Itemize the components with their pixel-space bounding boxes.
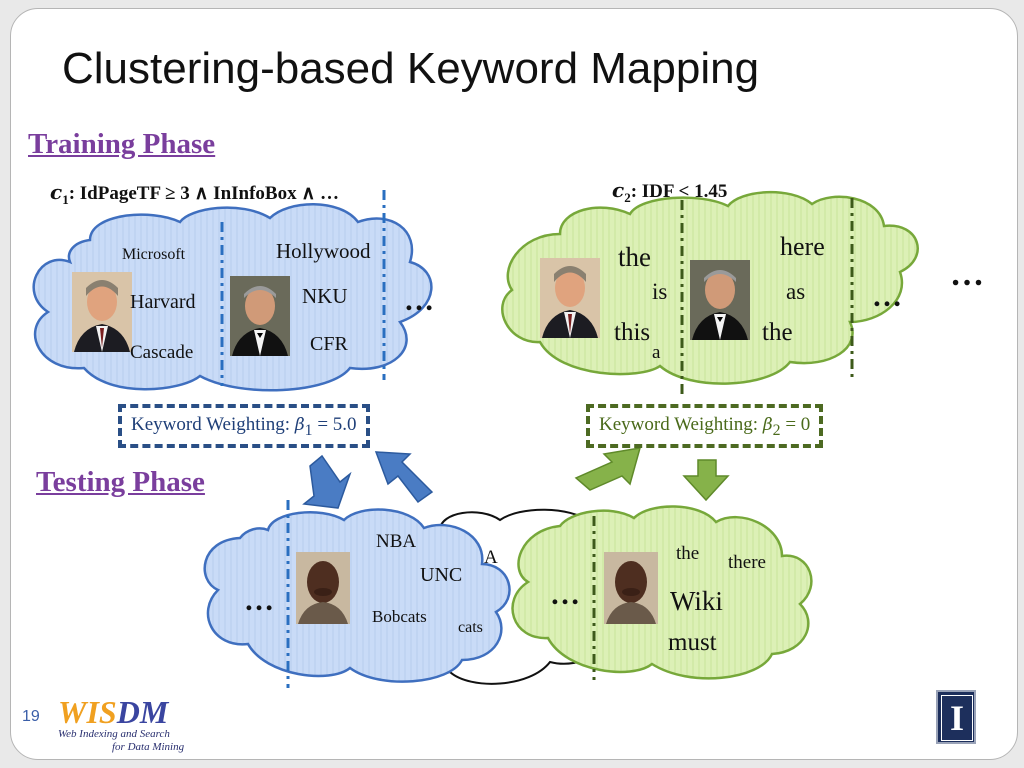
cloud-word: Cascade: [130, 342, 194, 363]
cloud-word: Microsoft: [122, 246, 186, 263]
cloud-word: Hollywood: [276, 239, 371, 263]
cloud-word: is: [652, 279, 668, 304]
cloud-word: Wiki: [670, 586, 723, 616]
cloud-word: as: [786, 279, 806, 304]
cloud-word: NBA: [376, 531, 417, 552]
testing-phase-heading: Testing Phase: [36, 466, 205, 498]
wisdm-logo: WISDM Web Indexing and Search for Data M…: [58, 694, 185, 753]
cloud-word: the: [676, 543, 700, 564]
more-ellipsis: …: [950, 256, 984, 293]
person-photo: [230, 276, 290, 356]
uiuc-logo: I: [936, 690, 976, 744]
cloud-word: the: [618, 242, 651, 272]
cloud-word: cats: [458, 619, 483, 636]
training-phase-heading: Training Phase: [28, 128, 216, 160]
arrow-down-blue: [302, 454, 352, 509]
keyword-weighting-2: Keyword Weighting: β2 = 0: [586, 404, 824, 448]
arrow-up-green: [574, 447, 642, 491]
cloud-word: Bobcats: [372, 607, 427, 626]
cloud-ellipsis: …: [404, 284, 434, 317]
cloud-word: A: [484, 547, 498, 568]
cloud-word: this: [614, 319, 651, 346]
slide-title: Clustering-based Keyword Mapping: [62, 44, 760, 93]
cluster-condition-1: c1: IdPageTF ≥ 3 ∧ InInfoBox ∧ …: [50, 180, 340, 207]
arrow-down-green: [682, 459, 730, 502]
person-photo: [296, 552, 350, 624]
cloud-ellipsis: …: [872, 280, 902, 313]
cloud-word: the: [762, 319, 793, 346]
cloud-word: NKU: [302, 284, 348, 308]
person-photo: [604, 552, 658, 624]
testing-cloud-blue: [203, 508, 511, 683]
cloud-word: UNC: [420, 564, 463, 586]
cluster-condition-2: c2: IDF < 1.45: [612, 178, 728, 205]
cloud-word: CFR: [310, 333, 348, 355]
cloud-word: Harvard: [130, 291, 196, 313]
cloud-word: there: [728, 552, 766, 573]
cloud-word: here: [780, 232, 825, 261]
person-photo: [690, 260, 750, 340]
cloud-ellipsis: …: [244, 584, 274, 617]
person-photo: [540, 258, 600, 338]
cloud-word: a: [652, 342, 661, 363]
person-photo: [72, 272, 132, 352]
cloud-ellipsis: …: [550, 578, 580, 611]
cloud-word: must: [668, 629, 717, 656]
keyword-weighting-1: Keyword Weighting: β1 = 5.0: [118, 404, 370, 448]
arrow-up-blue: [374, 451, 434, 504]
page-number: 19: [22, 708, 40, 725]
testing-cloud-green: [511, 505, 813, 680]
